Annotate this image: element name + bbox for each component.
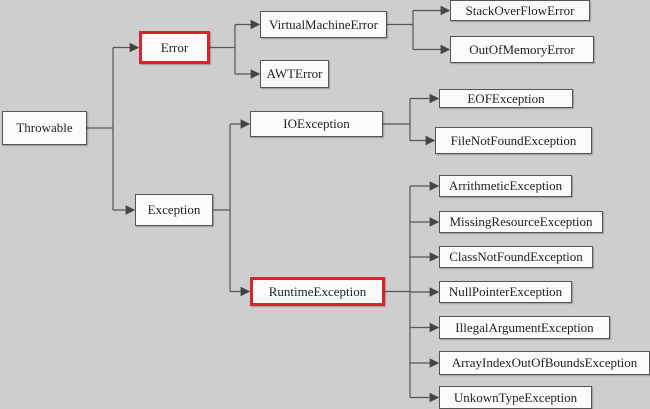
node-out-of-memory: OutOfMemoryError xyxy=(450,36,594,63)
node-null-pointer: NullPointerException xyxy=(439,281,572,303)
node-error: Error xyxy=(139,31,210,64)
node-unknown-type: UnkownTypeException xyxy=(439,386,592,409)
node-runtime-exception: RuntimeException xyxy=(250,277,385,306)
node-eof: EOFException xyxy=(439,89,573,108)
node-class-not-found: ClassNotFoundException xyxy=(439,246,593,268)
node-illegal-argument: IllegalArgumentException xyxy=(439,316,610,339)
node-missing-resource: MissingResourceException xyxy=(439,211,603,233)
node-io-exception: IOException xyxy=(250,111,383,137)
node-array-index: ArrayIndexOutOfBoundsException xyxy=(439,351,650,375)
node-exception: Exception xyxy=(135,194,213,226)
node-vm-error: VirtualMachineError xyxy=(260,11,387,38)
node-file-not-found: FileNotFoundException xyxy=(435,127,592,154)
node-throwable: Throwable xyxy=(2,111,87,145)
node-arithmetic: ArrithmeticException xyxy=(439,175,572,197)
node-stack-overflow: StackOverFlowError xyxy=(450,0,590,21)
node-awt-error: AWTError xyxy=(260,60,329,88)
